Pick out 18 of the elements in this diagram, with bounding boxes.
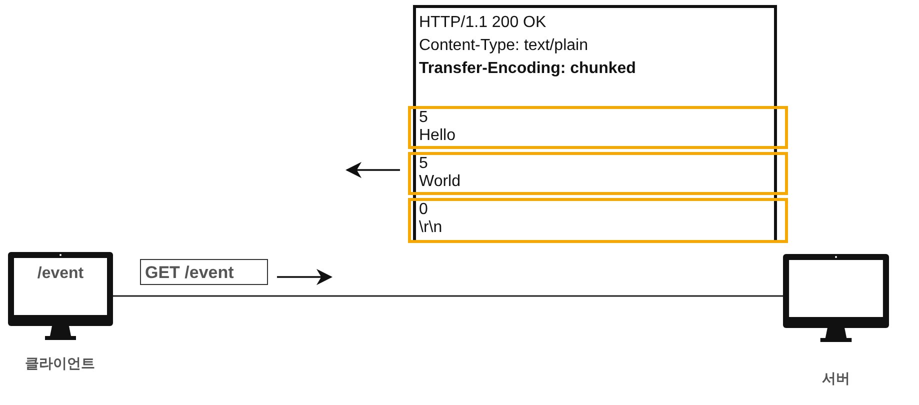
text-line: Content-Type: text/plain [419,36,588,56]
chunk-box [408,198,788,243]
connection-line [113,295,783,297]
request-box [140,259,268,285]
text-line: Transfer-Encoding: chunked [419,59,636,79]
device-label: 클라이언트 [25,355,95,373]
text-line: 0 [419,201,428,219]
text-line: World [419,173,460,191]
text-line: \r\n [419,219,442,237]
screen-label: /event [37,264,84,284]
text-line: HTTP/1.1 200 OK [419,13,546,33]
text-line: 5 [419,109,428,127]
device-label: 서버 [822,370,850,388]
text-line: 5 [419,155,428,173]
text-line: GET /event [145,262,234,284]
text-line: Hello [419,127,456,145]
chunk-box [408,106,788,149]
chunk-box [408,152,788,195]
